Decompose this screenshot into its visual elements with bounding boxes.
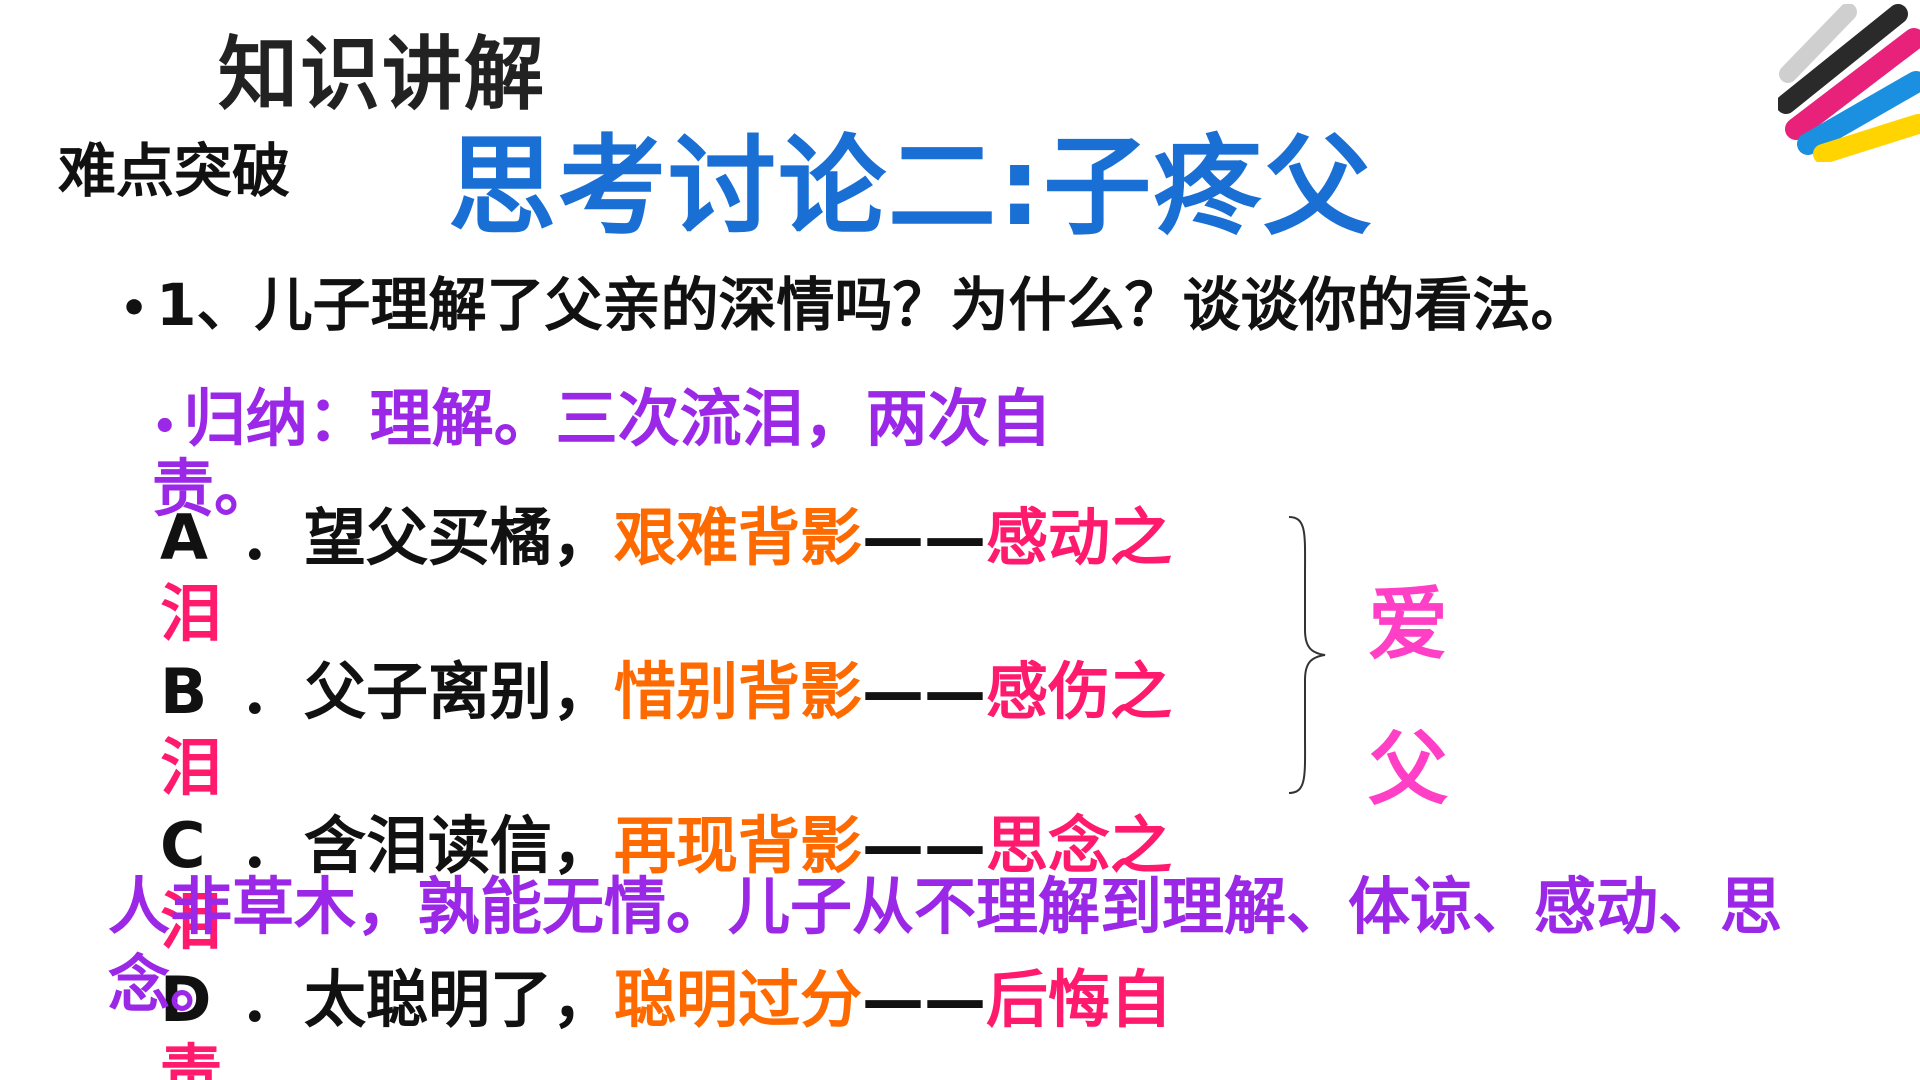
list-item-b: B ．父子离别，惜别背影——感伤之: [160, 654, 1172, 730]
list-item-d: D ．太聪明了，聪明过分——后悔自: [160, 962, 1172, 1038]
item-scene: 聪明过分: [614, 963, 863, 1036]
item-scene: 艰难背影: [614, 501, 863, 574]
item-emotion: 感伤之: [986, 655, 1173, 728]
item-letter: A: [160, 501, 208, 574]
item-letter: C: [160, 809, 206, 882]
color-stripes-logo-icon: [1778, 4, 1920, 162]
item-separator: ．: [240, 501, 303, 574]
side-label-char: 爱: [1368, 578, 1448, 671]
main-title: 思考讨论二:子疼父: [448, 125, 1374, 250]
summary-text: 归纳：理解。三次流泪，两次自责。: [152, 382, 1052, 525]
conclusion-text: 人非草木，孰能无情。儿子从不理解到理解、体谅、感动、思念。: [108, 870, 1783, 1021]
item-tail: 泪: [160, 885, 223, 958]
list-item-a: A ．望父买橘，艰难背影——感动之: [160, 500, 1172, 576]
item-scene: 惜别背影: [614, 655, 863, 728]
item-emotion: 后悔自: [986, 963, 1173, 1036]
item-emotion: 思念之: [986, 809, 1173, 882]
item-dash: ——: [862, 501, 987, 574]
section-header: 知识讲解: [218, 28, 546, 121]
summary-line: •归纳：理解。三次流泪，两次自责。: [152, 384, 1092, 524]
item-tail: 责: [160, 1037, 223, 1080]
item-emotion: 感动之: [986, 501, 1173, 574]
item-tail: 泪: [160, 577, 223, 650]
item-separator: ．: [240, 963, 303, 1036]
question-line: •1、儿子理解了父亲的深情吗？为什么？谈谈你的看法。: [120, 258, 1588, 342]
item-dash: ——: [862, 963, 987, 1036]
side-label-char: 父: [1368, 723, 1448, 816]
bullet: •: [120, 283, 149, 335]
item-event: 望父买橘，: [304, 501, 615, 574]
item-event: 太聪明了，: [304, 963, 615, 1036]
item-tail: 泪: [160, 731, 223, 804]
item-event: 父子离别，: [304, 655, 615, 728]
item-dash: ——: [862, 655, 987, 728]
item-letter: B: [160, 655, 208, 728]
bullet: •: [152, 404, 178, 450]
list-item-c: C ．含泪读信，再现背影——思念之: [160, 808, 1172, 884]
item-separator: ．: [240, 809, 303, 882]
item-dash: ——: [862, 809, 987, 882]
question-text: 1、儿子理解了父亲的深情吗？为什么？谈谈你的看法。: [156, 271, 1589, 339]
subsection-label: 难点突破: [58, 137, 291, 205]
item-separator: ．: [240, 655, 303, 728]
side-label: 爱 父: [1368, 585, 1448, 810]
item-letter: D: [160, 963, 212, 1036]
item-scene: 再现背影: [614, 809, 863, 882]
item-event: 含泪读信，: [304, 809, 615, 882]
right-brace-icon: [1288, 516, 1326, 794]
